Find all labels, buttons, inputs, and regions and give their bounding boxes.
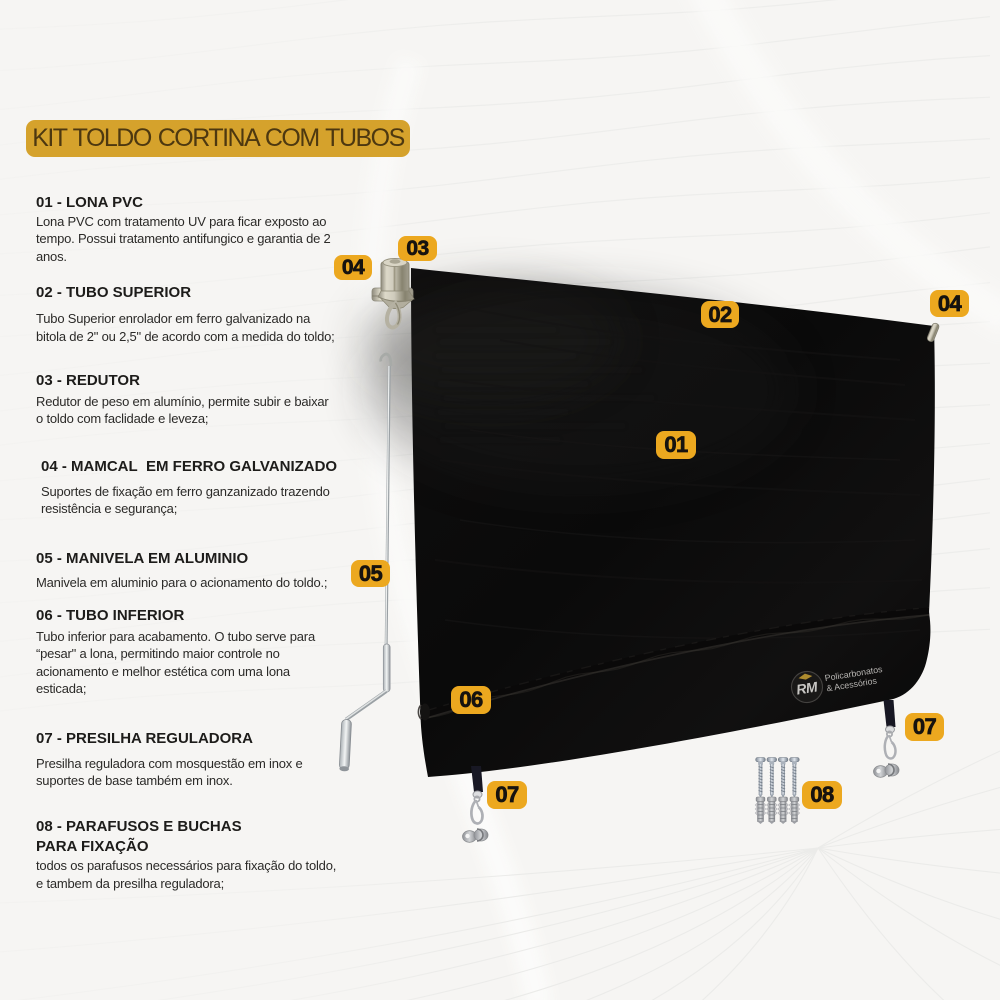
svg-text:RM: RM bbox=[795, 678, 819, 697]
